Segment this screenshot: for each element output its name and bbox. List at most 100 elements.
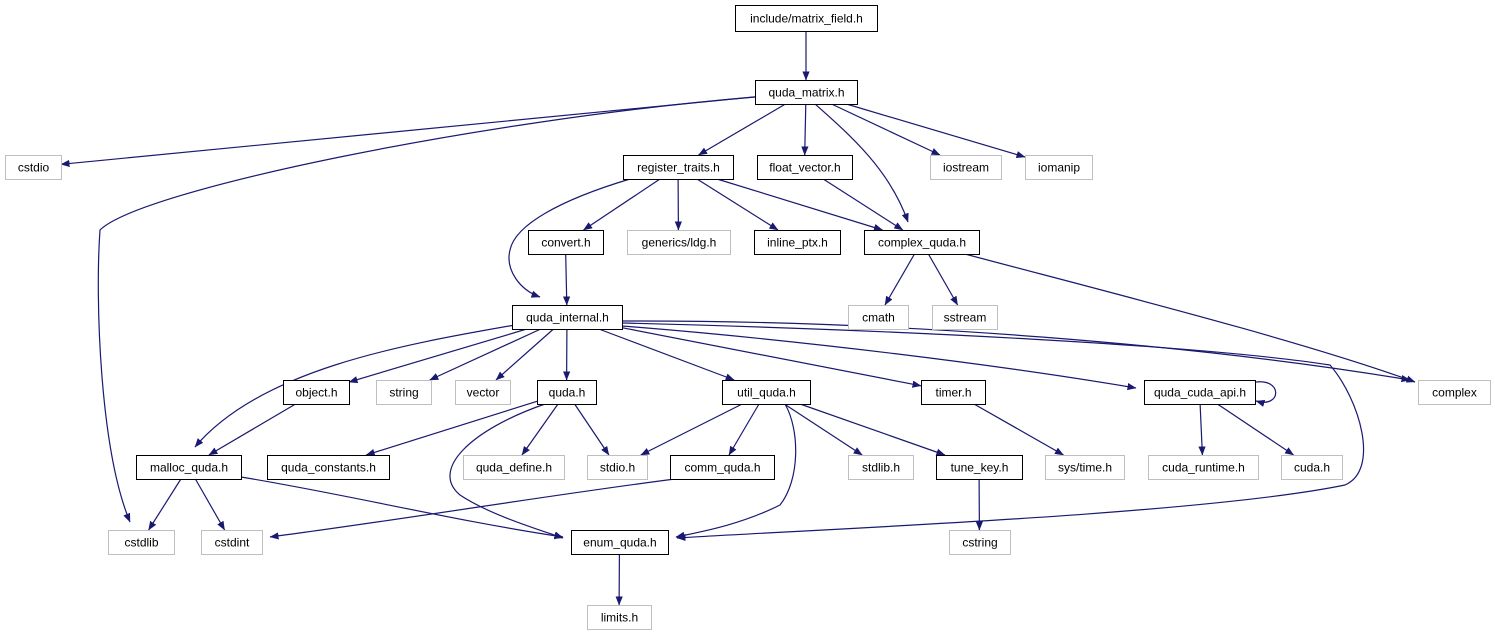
node-label: quda_matrix.h — [768, 86, 844, 100]
node-label: quda.h — [549, 386, 586, 400]
node-label: enum_quda.h — [583, 536, 656, 550]
node-box — [376, 380, 432, 405]
node-box — [455, 380, 511, 405]
node-label: generics/ldg.h — [642, 236, 717, 250]
node-box — [627, 230, 731, 255]
node-box — [1148, 455, 1259, 480]
node-label: complex — [1432, 386, 1477, 400]
edge-register-traits-to-quda-internal — [508, 178, 631, 298]
edge-quda-internal-to-quda-cuda-api — [621, 325, 1137, 391]
node-label: cstdlib — [124, 536, 158, 550]
node-box — [528, 230, 604, 255]
node-object[interactable]: object.h — [283, 380, 350, 405]
node-comm-quda[interactable]: comm_quda.h — [670, 455, 775, 480]
edge-quda-internal-to-complex — [621, 320, 1411, 383]
edge-util-quda-to-comm-quda — [728, 403, 760, 456]
node-box — [1025, 155, 1093, 180]
node-stdio: stdio.h — [587, 455, 648, 480]
node-label: object.h — [295, 386, 337, 400]
node-label: stdio.h — [600, 461, 635, 475]
nodes-layer: include/matrix_field.h quda_matrix.hcstdi… — [5, 5, 1491, 630]
node-label: include/matrix_field.h — [750, 12, 863, 26]
node-quda-cuda-api[interactable]: quda_cuda_api.h — [1144, 380, 1256, 405]
node-box — [463, 455, 565, 480]
edge-object-to-malloc-quda — [208, 403, 296, 456]
node-util-quda[interactable]: util_quda.h — [722, 380, 811, 405]
node-float-vector[interactable]: float_vector.h — [757, 155, 853, 180]
node-box — [571, 530, 669, 555]
node-label: float_vector.h — [769, 161, 840, 175]
node-label: stdlib.h — [862, 461, 900, 475]
node-cstring: cstring — [949, 530, 1011, 555]
node-box — [670, 455, 775, 480]
node-box — [932, 305, 998, 330]
node-malloc-quda[interactable]: malloc_quda.h — [136, 455, 242, 480]
edge-malloc-quda-to-cstdint — [194, 478, 226, 531]
node-cstdio: cstdio — [5, 155, 62, 180]
node-label: complex_quda.h — [878, 236, 966, 250]
node-box — [921, 380, 986, 405]
node-timer[interactable]: timer.h — [921, 380, 986, 405]
node-box — [283, 380, 350, 405]
edge-quda-cuda-api-to-cuda-runtime — [1198, 403, 1206, 456]
node-quda-internal[interactable]: quda_internal.h — [512, 305, 623, 330]
node-label: sys/time.h — [1058, 461, 1112, 475]
node-label: cstdint — [215, 536, 250, 550]
edge-quda-matrix-to-iostream — [831, 103, 941, 156]
edge-convert-to-quda-internal — [563, 253, 571, 306]
node-box — [949, 530, 1011, 555]
edge-float-vector-to-complex-quda — [822, 178, 904, 231]
edge-register-traits-to-inline-ptx — [696, 178, 779, 231]
node-cmath: cmath — [848, 305, 909, 330]
node-matrix-field[interactable]: include/matrix_field.h — [735, 5, 878, 32]
node-quda-matrix[interactable]: quda_matrix.h — [755, 80, 858, 105]
edge-quda-internal-to-vector — [495, 328, 554, 381]
node-box — [1281, 455, 1343, 480]
node-label: tune_key.h — [951, 461, 1009, 475]
node-box — [936, 455, 1023, 480]
edge-quda-internal-to-util-quda — [598, 328, 735, 381]
node-label: string — [389, 386, 418, 400]
node-inline-ptx[interactable]: inline_ptx.h — [754, 230, 841, 255]
node-label: cstring — [962, 536, 997, 550]
node-quda-define: quda_define.h — [463, 455, 565, 480]
node-quda-constants[interactable]: quda_constants.h — [267, 455, 390, 480]
node-quda[interactable]: quda.h — [537, 380, 597, 405]
edge-quda-internal-to-string — [429, 328, 542, 381]
node-box — [755, 80, 858, 105]
node-box — [722, 380, 811, 405]
node-convert[interactable]: convert.h — [528, 230, 604, 255]
node-complex-quda[interactable]: complex_quda.h — [864, 230, 980, 255]
edge-comm-quda-to-cstdint — [269, 478, 676, 540]
edge-malloc-quda-to-enum-quda — [240, 476, 564, 540]
node-iomanip: iomanip — [1025, 155, 1093, 180]
node-label: malloc_quda.h — [150, 461, 228, 475]
node-label: quda_constants.h — [281, 461, 376, 475]
node-box — [537, 380, 597, 405]
edge-quda-matrix-to-float-vector — [801, 103, 809, 156]
edge-timer-to-sys-time — [973, 403, 1064, 456]
node-box — [5, 155, 62, 180]
node-box — [201, 530, 263, 555]
node-label: inline_ptx.h — [767, 236, 828, 250]
node-label: comm_quda.h — [684, 461, 760, 475]
node-label: iostream — [943, 161, 989, 175]
edge-util-quda-to-tune-key — [799, 403, 946, 456]
edge-register-traits-to-convert — [583, 178, 661, 231]
node-box — [848, 305, 909, 330]
node-tune-key[interactable]: tune_key.h — [936, 455, 1023, 480]
edge-quda-cuda-api-to-quda-cuda-api — [1250, 381, 1277, 407]
node-label: register_traits.h — [637, 161, 720, 175]
node-box — [267, 455, 390, 480]
node-label: convert.h — [541, 236, 590, 250]
edge-quda-to-quda-constants — [365, 400, 538, 456]
node-enum-quda[interactable]: enum_quda.h — [571, 530, 669, 555]
node-box — [757, 155, 853, 180]
edge-quda-matrix-to-iomanip — [846, 103, 1026, 159]
node-cstdint: cstdint — [201, 530, 263, 555]
node-box — [1144, 380, 1256, 405]
node-cuda-runtime: cuda_runtime.h — [1148, 455, 1259, 480]
edge-quda-to-enum-quda — [449, 403, 564, 539]
node-register-traits[interactable]: register_traits.h — [623, 155, 734, 180]
edge-malloc-quda-to-cstdlib — [148, 478, 182, 531]
